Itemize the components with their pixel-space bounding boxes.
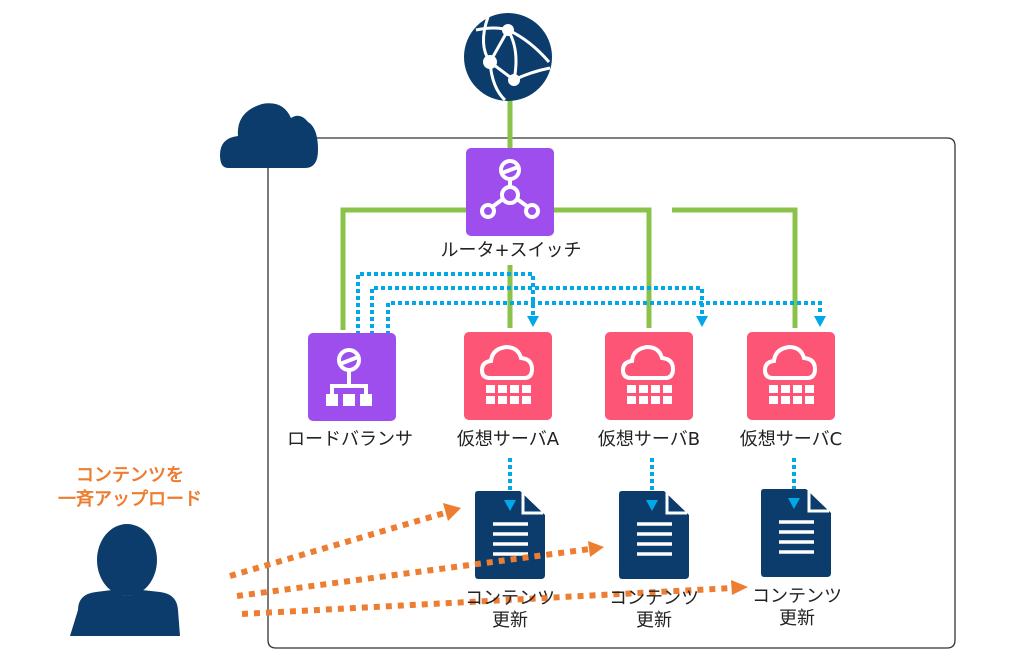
load-balancer-label: ロードバランサ [287, 429, 413, 450]
content-label-a: コンテンツ 更新 [450, 588, 570, 632]
load-balancer-icon [330, 348, 368, 396]
link-router-serverC [672, 207, 798, 328]
upload-caption-line1: コンテンツを [76, 465, 184, 486]
dist-line-c [386, 301, 822, 370]
dist-line-b [370, 286, 704, 335]
cloud-server-icon [620, 344, 676, 404]
cloud-server-icon [479, 344, 535, 404]
distribution-arrowheads [527, 316, 826, 327]
arrow-down-icon [527, 316, 539, 327]
upload-line-a [229, 509, 449, 579]
server-node-b[interactable] [605, 332, 693, 420]
cloud-icon [220, 103, 318, 168]
doc-arrowheads [504, 498, 800, 511]
document-icon [761, 489, 831, 577]
router-node[interactable] [466, 148, 554, 236]
cloud-server-icon [762, 344, 818, 404]
user-icon [70, 524, 180, 636]
content-label-line1: コンテンツ [465, 588, 555, 609]
load-balancer-node[interactable] [308, 333, 396, 421]
arrow-right-icon [731, 580, 748, 595]
arrow-down-icon [696, 316, 708, 327]
router-label: ルータ+スイッチ [440, 240, 582, 261]
router-hub-icon [480, 159, 540, 219]
arrow-down-icon [814, 316, 826, 327]
server-node-c[interactable] [747, 332, 835, 420]
content-label-line1: コンテンツ [609, 588, 699, 609]
dist-line-a [356, 272, 535, 335]
arrow-down-icon [646, 500, 658, 511]
arrow-down-icon [504, 500, 516, 511]
document-icon [619, 491, 689, 579]
server-c-label: 仮想サーバC [739, 429, 843, 450]
link-router-serverB [554, 207, 652, 328]
upload-arrowheads [443, 503, 748, 595]
content-label-c: コンテンツ 更新 [737, 586, 857, 630]
arrow-right-icon [443, 503, 461, 521]
content-label-b: コンテンツ 更新 [594, 588, 714, 632]
content-label-line2: 更新 [636, 610, 672, 631]
content-label-line1: コンテンツ [752, 586, 842, 607]
arrow-down-icon [788, 498, 800, 509]
content-label-line2: 更新 [492, 610, 528, 631]
link-router-loadbalancer [340, 207, 466, 330]
arrow-right-icon [588, 541, 604, 557]
server-b-label: 仮想サーバB [597, 429, 701, 450]
upload-caption-line2: 一斉アップロード [58, 489, 202, 510]
upload-arrows [229, 509, 734, 617]
content-label-line2: 更新 [779, 608, 815, 629]
upload-line-c [241, 585, 734, 617]
server-node-a[interactable] [464, 332, 552, 420]
network-links [340, 100, 798, 330]
server-a-label: 仮想サーバA [456, 429, 560, 450]
globe-network-icon [464, 13, 552, 102]
upload-caption: コンテンツを 一斉アップロード [50, 464, 210, 512]
cloud-boundary [267, 137, 956, 649]
distribution-lines [356, 272, 822, 500]
